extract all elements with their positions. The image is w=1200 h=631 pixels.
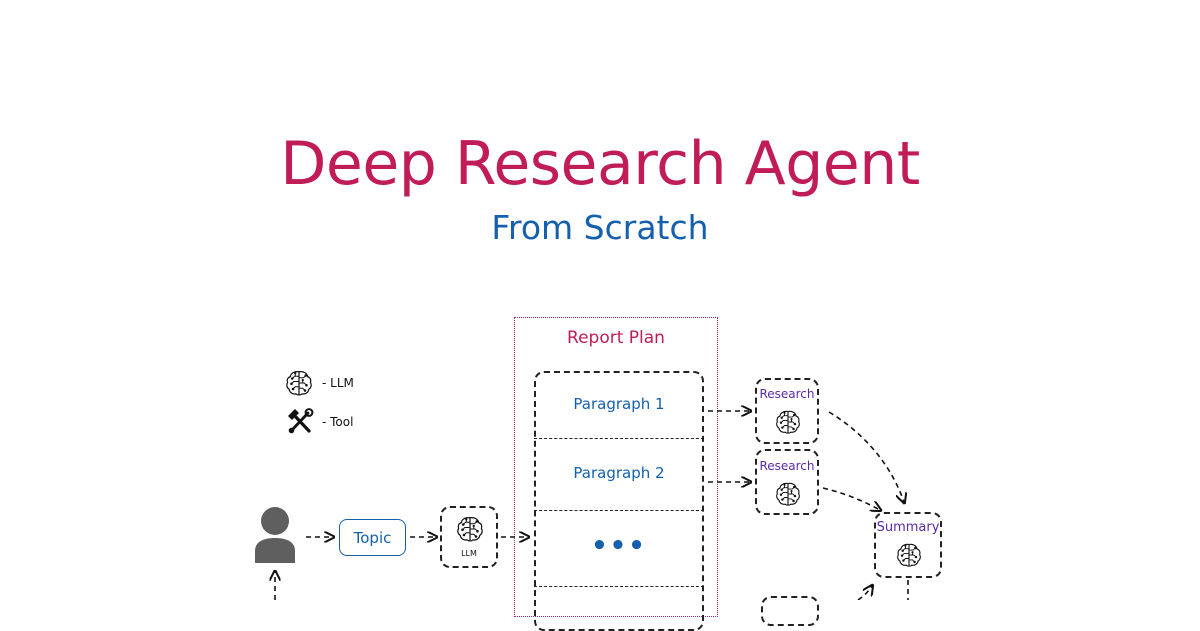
research-node-3 xyxy=(761,596,819,626)
brain-icon xyxy=(895,541,923,569)
research-node-1: Research xyxy=(755,378,819,444)
paragraph-divider xyxy=(534,586,704,587)
legend-llm-label: - LLM xyxy=(322,376,354,390)
topic-box: Topic xyxy=(339,519,406,556)
brain-icon xyxy=(774,480,802,508)
hammer-wrench-icon xyxy=(286,408,314,436)
brain-icon xyxy=(455,514,485,544)
report-plan-title: Report Plan xyxy=(567,328,665,348)
summary-node-label: Summary xyxy=(876,520,940,535)
research-node-label: Research xyxy=(759,459,815,473)
paragraph-1-label: Paragraph 1 xyxy=(573,395,665,413)
brain-icon xyxy=(774,408,802,436)
brain-icon xyxy=(284,368,314,398)
llm-node-label: LLM xyxy=(461,549,477,558)
arrow-bottom-to-summary xyxy=(857,586,872,600)
user-icon xyxy=(252,505,298,563)
summary-node: Summary xyxy=(874,512,942,578)
legend: - LLM - Tool xyxy=(284,368,374,438)
llm-node: LLM xyxy=(440,506,498,568)
research-node-2: Research xyxy=(755,449,819,515)
legend-tool-label: - Tool xyxy=(322,415,354,429)
more-paragraphs-ellipsis: ••• xyxy=(591,531,647,561)
paragraph-2-label: Paragraph 2 xyxy=(573,464,665,482)
arrow-research1-to-summary xyxy=(828,411,904,502)
paragraph-divider xyxy=(534,510,704,511)
page-subtitle: From Scratch xyxy=(491,208,709,247)
research-node-label: Research xyxy=(759,387,815,401)
paragraph-divider xyxy=(534,438,704,439)
arrow-research2-to-summary xyxy=(822,487,880,510)
page-title: Deep Research Agent xyxy=(280,129,920,199)
